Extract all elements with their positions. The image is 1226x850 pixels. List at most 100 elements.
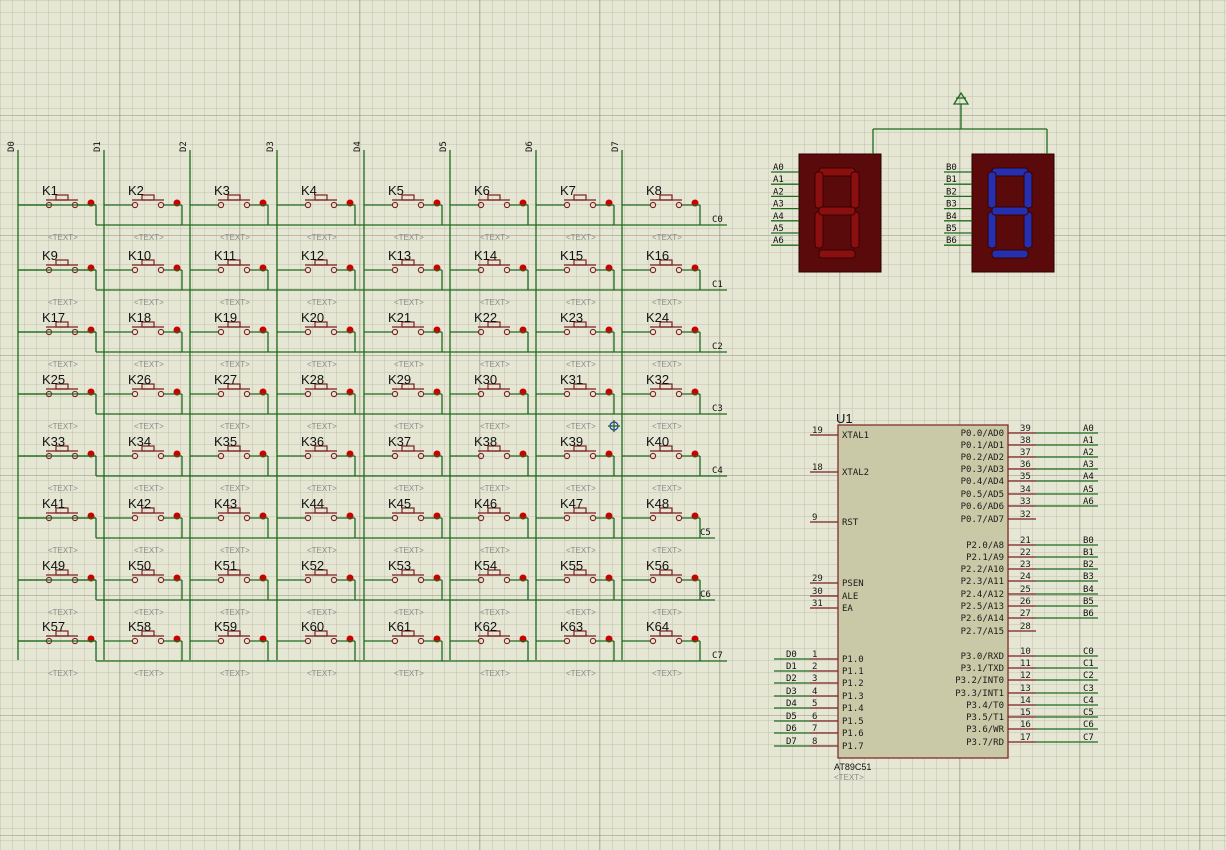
pushbutton-K33[interactable] <box>18 445 97 476</box>
column-label-D2: D2 <box>179 141 189 152</box>
button-cap <box>141 321 155 328</box>
pushbutton-K46[interactable] <box>450 507 529 538</box>
pushbutton-K32[interactable] <box>622 383 701 414</box>
contact-right <box>503 514 511 522</box>
pushbutton-K53[interactable] <box>364 569 443 600</box>
pushbutton-K5[interactable] <box>364 194 443 225</box>
mcu-body[interactable] <box>837 424 1009 759</box>
pushbutton-K48[interactable] <box>622 507 701 538</box>
chip-pin-number-11: 11 <box>1020 659 1031 669</box>
pushbutton-K38[interactable] <box>450 445 529 476</box>
pushbutton-K9[interactable] <box>18 259 97 290</box>
chip-pin-name-P2.4/A12: P2.4/A12 <box>961 590 1004 600</box>
pushbutton-K47[interactable] <box>536 507 615 538</box>
pushbutton-K58[interactable] <box>104 630 183 661</box>
chip-pin-name-XTAL2: XTAL2 <box>842 468 869 478</box>
seven-segment-display-a[interactable] <box>771 153 882 273</box>
contact-right <box>675 266 683 274</box>
net-label-C4: C4 <box>1083 696 1094 706</box>
chip-pin-name-P3.5/T1: P3.5/T1 <box>966 713 1004 723</box>
key-label-K37: K37 <box>388 434 411 449</box>
pushbutton-K59[interactable] <box>190 630 269 661</box>
pushbutton-K56[interactable] <box>622 569 701 600</box>
contact-right <box>243 390 251 398</box>
seven-segment-display-b[interactable] <box>944 153 1055 273</box>
pushbutton-K6[interactable] <box>450 194 529 225</box>
pushbutton-K60[interactable] <box>277 630 356 661</box>
contact-left <box>477 266 485 274</box>
pushbutton-K49[interactable] <box>18 569 97 600</box>
pushbutton-K7[interactable] <box>536 194 615 225</box>
pushbutton-K19[interactable] <box>190 321 269 352</box>
chip-pin-number-4: 4 <box>812 687 817 697</box>
pushbutton-K43[interactable] <box>190 507 269 538</box>
pushbutton-K24[interactable] <box>622 321 701 352</box>
pushbutton-K42[interactable] <box>104 507 183 538</box>
pushbutton-K28[interactable] <box>277 383 356 414</box>
net-label-A3: A3 <box>1083 460 1094 470</box>
pushbutton-K21[interactable] <box>364 321 443 352</box>
chip-pin-name-P0.4/AD4: P0.4/AD4 <box>961 477 1004 487</box>
pushbutton-K12[interactable] <box>277 259 356 290</box>
pushbutton-K39[interactable] <box>536 445 615 476</box>
contact-left <box>304 390 312 398</box>
pushbutton-K35[interactable] <box>190 445 269 476</box>
pushbutton-K1[interactable] <box>18 194 97 225</box>
pushbutton-K64[interactable] <box>622 630 701 661</box>
pushbutton-K14[interactable] <box>450 259 529 290</box>
chip-pin-name-P0.2/AD2: P0.2/AD2 <box>961 453 1004 463</box>
pushbutton-K36[interactable] <box>277 445 356 476</box>
pushbutton-K15[interactable] <box>536 259 615 290</box>
pushbutton-K29[interactable] <box>364 383 443 414</box>
pushbutton-K57[interactable] <box>18 630 97 661</box>
key-label-K35: K35 <box>214 434 237 449</box>
chip-pin-name-P1.3: P1.3 <box>842 692 864 702</box>
pushbutton-K8[interactable] <box>622 194 701 225</box>
pushbutton-K34[interactable] <box>104 445 183 476</box>
chip-pin-name-P0.7/AD7: P0.7/AD7 <box>961 515 1004 525</box>
chip-pin-number-29: 29 <box>812 574 823 584</box>
pushbutton-K16[interactable] <box>622 259 701 290</box>
pushbutton-K11[interactable] <box>190 259 269 290</box>
pushbutton-K23[interactable] <box>536 321 615 352</box>
pushbutton-K63[interactable] <box>536 630 615 661</box>
pushbutton-K40[interactable] <box>622 445 701 476</box>
chip-pin-number-25: 25 <box>1020 585 1031 595</box>
pushbutton-K13[interactable] <box>364 259 443 290</box>
net-label-D5: D5 <box>786 712 797 722</box>
pushbutton-K62[interactable] <box>450 630 529 661</box>
pushbutton-K26[interactable] <box>104 383 183 414</box>
pushbutton-K2[interactable] <box>104 194 183 225</box>
pushbutton-K4[interactable] <box>277 194 356 225</box>
pushbutton-K17[interactable] <box>18 321 97 352</box>
pushbutton-K37[interactable] <box>364 445 443 476</box>
button-cap <box>487 259 501 266</box>
pushbutton-K31[interactable] <box>536 383 615 414</box>
pushbutton-K27[interactable] <box>190 383 269 414</box>
pushbutton-K50[interactable] <box>104 569 183 600</box>
pushbutton-K44[interactable] <box>277 507 356 538</box>
chip-pin-name-P3.3/INT1: P3.3/INT1 <box>955 689 1004 699</box>
button-cap <box>141 445 155 452</box>
pushbutton-K55[interactable] <box>536 569 615 600</box>
pushbutton-K52[interactable] <box>277 569 356 600</box>
pushbutton-K45[interactable] <box>364 507 443 538</box>
button-cap <box>141 507 155 514</box>
pushbutton-K20[interactable] <box>277 321 356 352</box>
contact-right <box>330 576 338 584</box>
pushbutton-K22[interactable] <box>450 321 529 352</box>
key-label-K14: K14 <box>474 248 497 263</box>
pushbutton-K25[interactable] <box>18 383 97 414</box>
pushbutton-K3[interactable] <box>190 194 269 225</box>
pushbutton-K41[interactable] <box>18 507 97 538</box>
pushbutton-K10[interactable] <box>104 259 183 290</box>
pushbutton-K54[interactable] <box>450 569 529 600</box>
pushbutton-K51[interactable] <box>190 569 269 600</box>
text-placeholder: <TEXT> <box>480 669 510 678</box>
pushbutton-K30[interactable] <box>450 383 529 414</box>
pushbutton-K61[interactable] <box>364 630 443 661</box>
pushbutton-K18[interactable] <box>104 321 183 352</box>
segment-b <box>850 171 860 209</box>
